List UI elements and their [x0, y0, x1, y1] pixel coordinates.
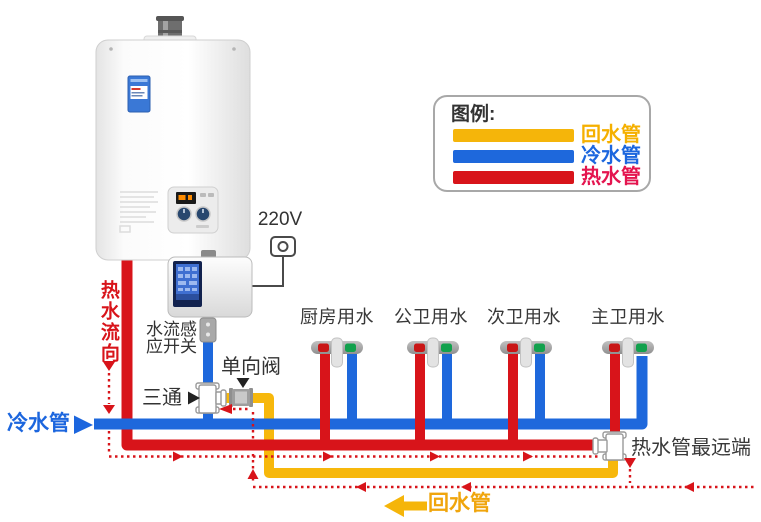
cold-pipe-arrow — [74, 415, 93, 434]
heater-knob-left — [176, 206, 192, 222]
return-pipe-label: 回水管 — [428, 492, 491, 515]
tee-fitting — [195, 382, 227, 414]
cold-branch-pipes — [347, 350, 545, 424]
fixture-label-second-bath: 次卫用水 — [487, 307, 561, 327]
hot-flow-label: 热水流向 — [97, 280, 119, 364]
legend-title: 图例: — [451, 104, 496, 125]
heater-sticker — [127, 75, 151, 113]
check-valve — [229, 388, 253, 407]
flow-controller — [167, 256, 253, 318]
legend-swatch-return — [453, 129, 574, 142]
return-pipe-arrow — [384, 495, 427, 517]
cold-dot — [534, 343, 545, 352]
fixture-label-public-bath: 公卫用水 — [394, 307, 468, 327]
hot-dot — [507, 343, 518, 352]
check-valve-pointer-arrow — [236, 378, 250, 388]
flow-arrowheads — [102, 361, 694, 492]
faucet-second-bath — [500, 337, 552, 368]
tee-label: 三通 — [142, 387, 182, 409]
faucet-kitchen — [311, 337, 363, 368]
legend-label-cold: 冷水管 — [581, 145, 641, 167]
legend-swatch-cold — [453, 150, 574, 163]
cold-dot — [441, 343, 452, 352]
return-pipe — [222, 393, 618, 478]
hot-water-main-pipe — [121, 256, 603, 451]
faucet-handle — [331, 337, 343, 368]
farthest-end-fitting — [592, 431, 627, 461]
controller-inlet-connector — [201, 250, 216, 258]
faucet-handle — [427, 337, 439, 368]
legend-label-hot: 热水管 — [581, 166, 641, 188]
legend-label-return: 回水管 — [581, 124, 641, 146]
power-outlet-icon — [270, 236, 296, 257]
cold-dot — [636, 343, 647, 352]
check-valve-label: 单向阀 — [221, 356, 281, 378]
hot-dot — [318, 343, 329, 352]
power-wire — [252, 257, 284, 287]
faucet-master-bath — [602, 337, 654, 368]
flow-direction-dotted-lines — [107, 373, 754, 489]
flow-sensor-label: 水流感 应开关 — [146, 320, 197, 356]
tee-pointer-arrow — [188, 391, 200, 405]
heater-knob-right — [195, 206, 211, 222]
heater-control-panel — [167, 186, 219, 234]
faucet-handle — [520, 337, 532, 368]
faucet-handle — [622, 337, 634, 368]
water-heater — [95, 16, 251, 261]
hot-dot — [414, 343, 425, 352]
legend-swatch-hot — [453, 171, 574, 184]
cold-pipe-label: 冷水管 — [7, 412, 70, 435]
heater-spec-print — [119, 191, 158, 233]
faucet-public-bath — [407, 337, 459, 368]
power-label: 220V — [257, 209, 303, 230]
hot-branch-pipes — [320, 350, 620, 445]
fixture-label-kitchen: 厨房用水 — [300, 307, 374, 327]
hot-dot — [609, 343, 620, 352]
flow-sensor-fitting — [199, 317, 217, 343]
cold-water-main-pipe — [94, 356, 648, 430]
legend-box: 图例: 回水管 冷水管 热水管 — [433, 95, 651, 192]
fixture-label-master-bath: 主卫用水 — [591, 307, 665, 327]
farthest-end-label: 热水管最远端 — [631, 437, 751, 459]
cold-dot — [345, 343, 356, 352]
